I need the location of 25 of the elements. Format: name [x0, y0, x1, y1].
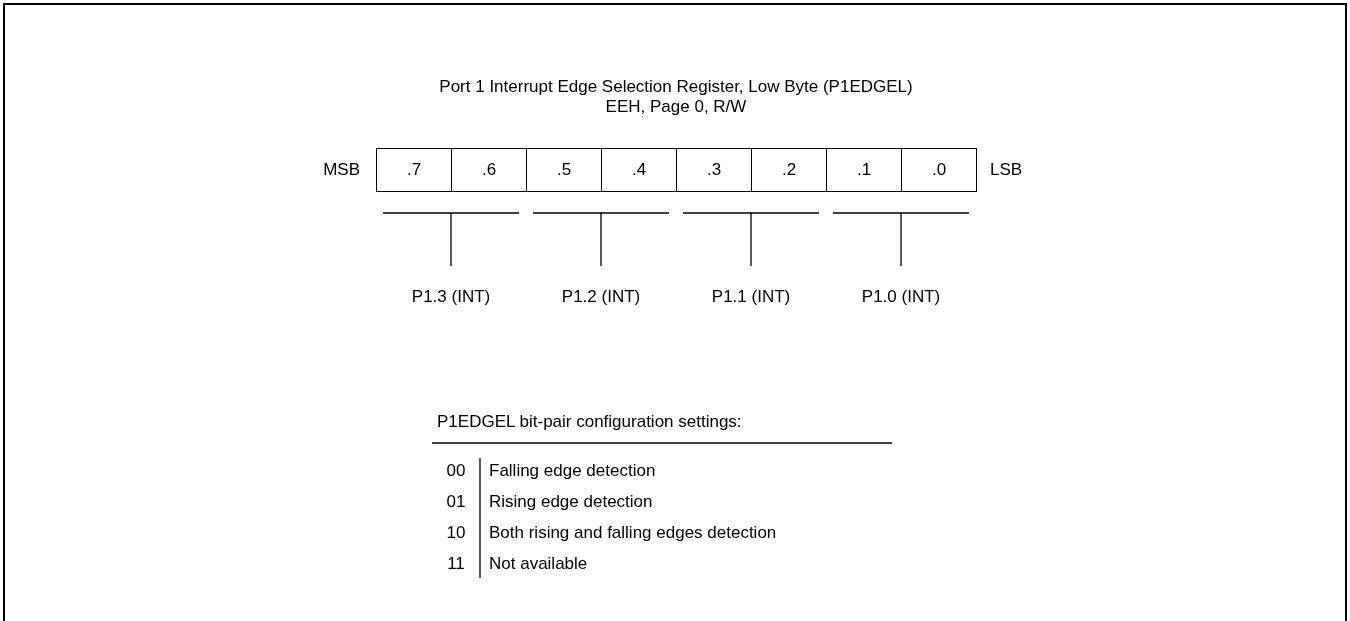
- bit-cell: .3: [676, 148, 752, 192]
- table-cell-text: 00: [445, 461, 467, 481]
- msb-label: MSB: [322, 160, 360, 180]
- register-title: Port 1 Interrupt Edge Selection Register, Low Byte (P1EDGEL): [438, 77, 914, 97]
- bit-cell: .4: [601, 148, 677, 192]
- table-cell: Not available: [489, 554, 588, 574]
- bit-pair-label: P1.1 (INT): [711, 287, 791, 307]
- bit-cell: .7: [376, 148, 452, 192]
- table-cell-text: 11: [446, 554, 466, 574]
- lsb-label: LSB: [990, 160, 1024, 180]
- table-cell-text: 01: [445, 492, 467, 512]
- table-cell: Rising edge detection: [489, 492, 653, 512]
- table-title: P1EDGEL bit-pair configuration settings:: [437, 412, 743, 432]
- bit-cell: .0: [901, 148, 977, 192]
- bit-pair-label: P1.2 (INT): [561, 287, 641, 307]
- bit-cell: .2: [751, 148, 827, 192]
- bit-pair-label: P1.0 (INT): [861, 287, 941, 307]
- bit-cell: .6: [451, 148, 527, 192]
- bit-cell: .1: [826, 148, 902, 192]
- table-cell-text: 10: [445, 523, 467, 543]
- table-cell: Both rising and falling edges detection: [489, 523, 777, 543]
- table-cell: Falling edge detection: [489, 461, 656, 481]
- bit-cell: .5: [526, 148, 602, 192]
- bit-pair-label: P1.3 (INT): [411, 287, 491, 307]
- register-subtitle: EEH, Page 0, R/W: [604, 97, 748, 117]
